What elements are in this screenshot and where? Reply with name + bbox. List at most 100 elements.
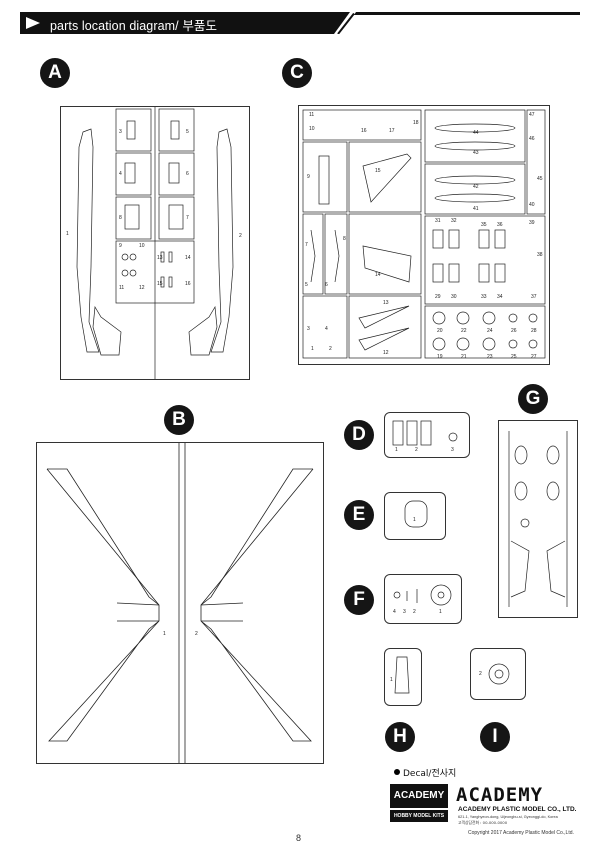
section-badge-e: E (344, 500, 374, 530)
part-number: 39 (529, 220, 535, 226)
part-number: 16 (361, 128, 367, 134)
section-badge-i: I (480, 722, 510, 752)
bullet-dot-icon (394, 769, 400, 775)
part-number: 4 (325, 326, 328, 332)
part-number: 3 (403, 609, 406, 615)
page-title: parts location diagram/ 부품도 (50, 19, 218, 33)
copyright-text: Copyright 2017 Academy Plastic Model Co.… (468, 830, 574, 836)
part-number: 21 (461, 354, 467, 360)
part-number: 22 (461, 328, 467, 334)
part-number: 8 (343, 236, 346, 242)
part-number: 4 (393, 609, 396, 615)
part-number: 5 (186, 129, 189, 135)
sprue-h-drawing (394, 656, 410, 694)
section-badge-a: A (40, 58, 70, 88)
part-number: 15 (157, 281, 163, 287)
part-number: 31 (435, 218, 441, 224)
sprue-b-drawing (46, 443, 314, 763)
part-number: 25 (511, 354, 517, 360)
sprue-i-frame: 2 (470, 648, 526, 700)
company-name: ACADEMY PLASTIC MODEL CO., LTD. (458, 806, 577, 813)
part-number: 8 (119, 215, 122, 221)
part-number: 44 (473, 130, 479, 136)
decal-label: Decal/전사지 (403, 769, 457, 779)
part-number: 40 (529, 202, 535, 208)
part-number: 28 (531, 328, 537, 334)
part-number: 2 (329, 346, 332, 352)
header-banner-shape (20, 12, 580, 34)
sprue-f-frame: 4 3 2 1 (384, 574, 462, 624)
sprue-e-frame: 1 (384, 492, 446, 540)
header-arrow-icon (26, 17, 40, 29)
sprue-h-frame: 1 (384, 648, 422, 706)
part-number: 29 (435, 294, 441, 300)
part-number: 43 (473, 150, 479, 156)
part-number: 12 (139, 285, 145, 291)
sprue-b-frame: 1 2 (36, 442, 324, 764)
company-tel: 고객상담전화 : 00-000-0000 (458, 820, 508, 825)
part-number: 1 (311, 346, 314, 352)
sprue-d-drawing (392, 420, 458, 446)
sprue-f-drawing (393, 584, 452, 606)
part-number: 1 (413, 517, 416, 523)
part-number: 6 (325, 282, 328, 288)
part-number: 1 (390, 677, 393, 683)
part-number: 1 (66, 231, 69, 237)
part-number: 36 (497, 222, 503, 228)
sprue-g-frame (498, 420, 578, 618)
part-number: 27 (531, 354, 537, 360)
part-number: 1 (439, 609, 442, 615)
part-number: 13 (157, 255, 163, 261)
part-number: 9 (119, 243, 122, 249)
part-number: 2 (413, 609, 416, 615)
sprue-d-frame: 1 2 3 (384, 412, 470, 458)
part-number: 37 (531, 294, 537, 300)
sprue-e-drawing (404, 500, 428, 528)
part-number: 4 (119, 171, 122, 177)
part-number: 41 (473, 206, 479, 212)
sprue-a-drawing (76, 107, 234, 379)
hobby-logo-top: ACADEMY (390, 784, 448, 808)
part-number: 42 (473, 184, 479, 190)
section-badge-d: D (344, 420, 374, 450)
part-number: 11 (309, 112, 315, 118)
part-number: 3 (307, 326, 310, 332)
part-number: 18 (413, 120, 419, 126)
company-address: 621-1, Yanghyeon-dong, Uijeongbu-si, Gye… (458, 815, 558, 819)
hobby-model-logo: ACADEMY HOBBY MODEL KITS (390, 784, 448, 824)
part-number: 6 (186, 171, 189, 177)
part-number: 35 (481, 222, 487, 228)
part-number: 7 (305, 242, 308, 248)
part-number: 3 (119, 129, 122, 135)
part-number: 10 (309, 126, 315, 132)
part-number: 5 (305, 282, 308, 288)
part-number: 32 (451, 218, 457, 224)
part-number: 2 (195, 631, 198, 637)
part-number: 2 (415, 447, 418, 453)
part-number: 1 (163, 631, 166, 637)
page-number: 8 (296, 833, 302, 843)
part-number: 23 (487, 354, 493, 360)
part-number: 2 (479, 671, 482, 677)
part-number: 47 (529, 112, 535, 118)
part-number: 45 (537, 176, 543, 182)
part-number: 12 (383, 350, 389, 356)
part-number: 15 (375, 168, 381, 174)
sprue-g-drawing (508, 431, 568, 607)
part-number: 14 (185, 255, 191, 261)
part-number: 9 (307, 174, 310, 180)
section-badge-f: F (344, 585, 374, 615)
part-number: 17 (389, 128, 395, 134)
part-number: 38 (537, 252, 543, 258)
sprue-a-frame: 1 2 3 4 5 6 7 8 9 10 11 12 13 14 15 16 (60, 106, 250, 380)
part-number: 20 (437, 328, 443, 334)
section-badge-b: B (164, 405, 194, 435)
part-number: 7 (186, 215, 189, 221)
sprue-c-frame: 11 10 16 17 18 9 15 7 8 5 6 14 13 12 3 4… (298, 105, 550, 365)
part-number: 11 (119, 285, 125, 291)
hobby-logo-bottom: HOBBY MODEL KITS (390, 810, 448, 822)
section-badge-c: C (282, 58, 312, 88)
part-number: 26 (511, 328, 517, 334)
part-number: 34 (497, 294, 503, 300)
part-number: 2 (239, 233, 242, 239)
